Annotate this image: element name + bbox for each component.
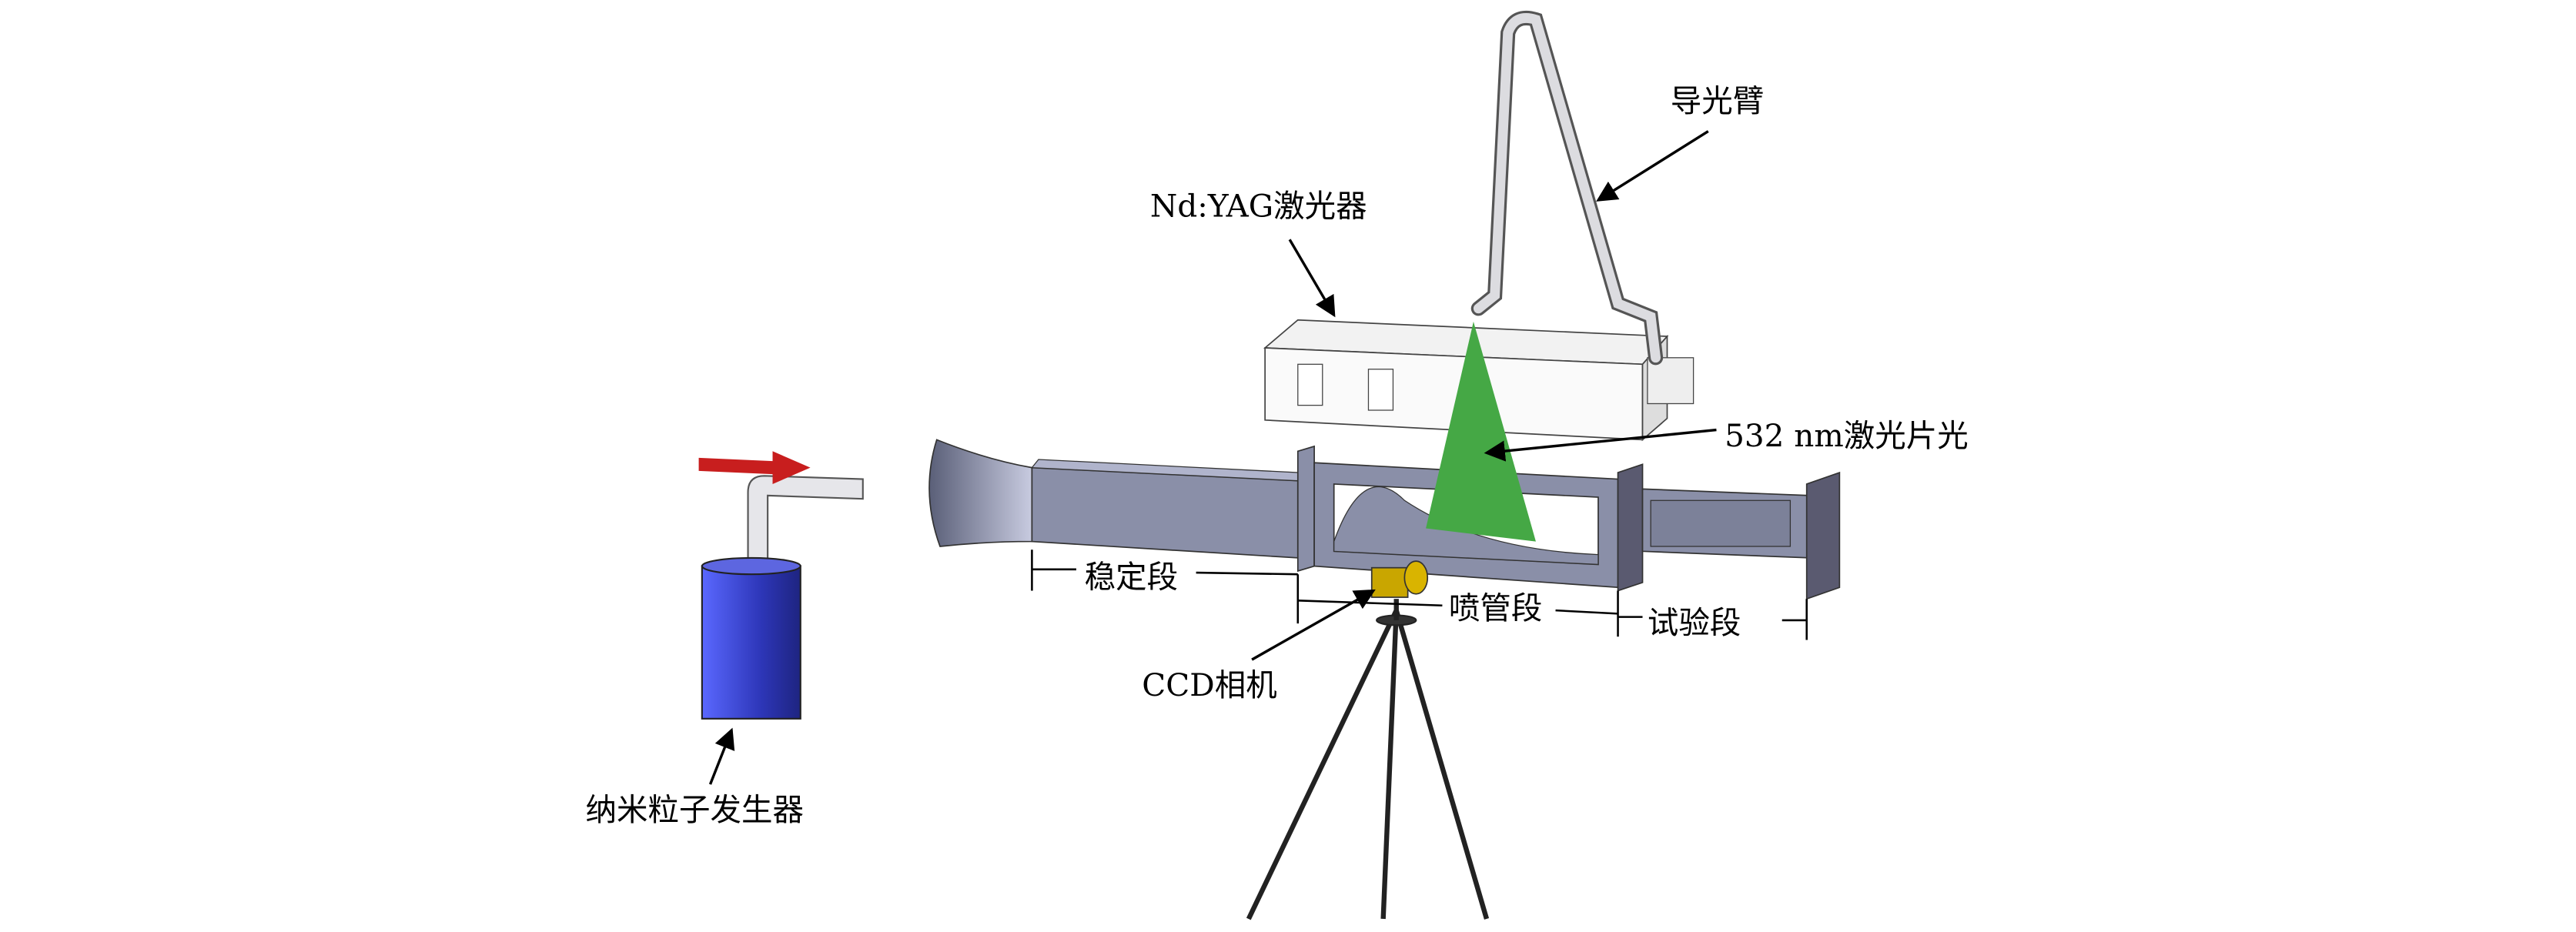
label-settling-section: 稳定段: [1085, 558, 1179, 595]
label-nanoparticle-generator: 纳米粒子发生器: [585, 791, 804, 828]
label-nd-yag-laser: Nd:YAG激光器: [1150, 187, 1367, 224]
laser-light-sheet: [1426, 321, 1536, 542]
leader-arrows: [708, 130, 1717, 785]
flow-arrow-icon: [698, 451, 811, 484]
ccd-camera-tripod: [1246, 599, 1490, 920]
label-test-section: 试验段: [1648, 604, 1741, 641]
label-nozzle-section: 喷管段: [1449, 590, 1543, 626]
light-guide-arm: [1470, 10, 1664, 366]
label-light-sheet: 532 nm激光片光: [1725, 417, 1969, 454]
nanoparticle-generator: [698, 451, 864, 720]
dimension-lines: [1031, 550, 1808, 640]
settling-section: [928, 439, 1299, 559]
label-ccd-camera: CCD相机: [1142, 666, 1276, 703]
label-light-guide-arm: 导光臂: [1671, 82, 1765, 119]
ccd-camera: [1370, 560, 1429, 598]
test-section: [1641, 471, 1841, 600]
nd-yag-laser: [1263, 319, 1694, 442]
